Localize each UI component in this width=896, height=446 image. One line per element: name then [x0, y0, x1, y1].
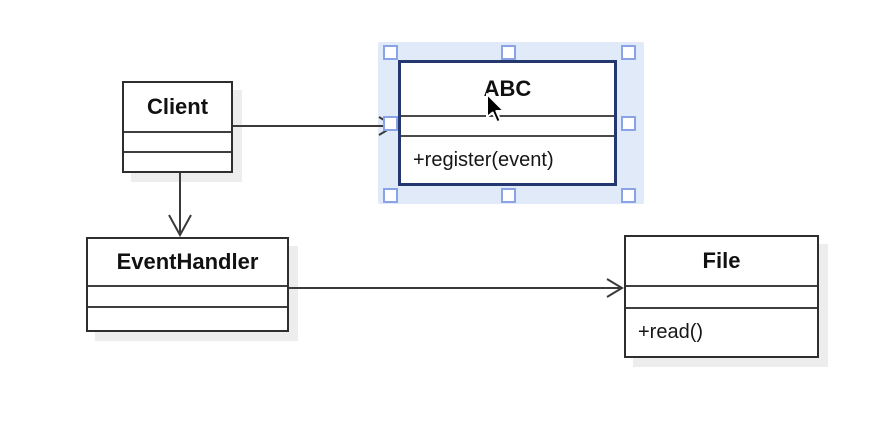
class-title: EventHandler: [116, 249, 259, 274]
resize-handle-bottom-center[interactable]: [501, 188, 516, 203]
resize-handle-top-center[interactable]: [501, 45, 516, 60]
methods-compartment[interactable]: +register(event): [401, 135, 614, 183]
class-title: Client: [146, 94, 209, 119]
connector-client-eventhandler[interactable]: [168, 173, 192, 238]
resize-handle-bottom-right[interactable]: [621, 188, 636, 203]
resize-handle-top-left[interactable]: [383, 45, 398, 60]
connector-eventhandler-file[interactable]: [289, 278, 624, 298]
resize-handle-middle-left[interactable]: [383, 116, 398, 131]
resize-handle-middle-right[interactable]: [621, 116, 636, 131]
class-box-eventhandler[interactable]: EventHandler: [86, 237, 289, 332]
class-box-abc[interactable]: ABC +register(event): [398, 60, 617, 186]
resize-handle-bottom-left[interactable]: [383, 188, 398, 203]
methods-compartment[interactable]: +read(): [626, 307, 817, 356]
class-box-file[interactable]: File +read(): [624, 235, 819, 358]
methods-compartment[interactable]: [124, 151, 231, 171]
class-box-client[interactable]: Client: [122, 81, 233, 173]
attributes-compartment[interactable]: [124, 131, 231, 151]
class-title: ABC: [483, 76, 532, 101]
class-title: File: [702, 248, 741, 273]
resize-handle-top-right[interactable]: [621, 45, 636, 60]
methods-compartment[interactable]: [88, 306, 287, 330]
attributes-compartment[interactable]: [88, 285, 287, 306]
attributes-compartment[interactable]: [626, 285, 817, 307]
attributes-compartment[interactable]: [401, 115, 614, 135]
connector-client-abc[interactable]: [233, 116, 396, 136]
